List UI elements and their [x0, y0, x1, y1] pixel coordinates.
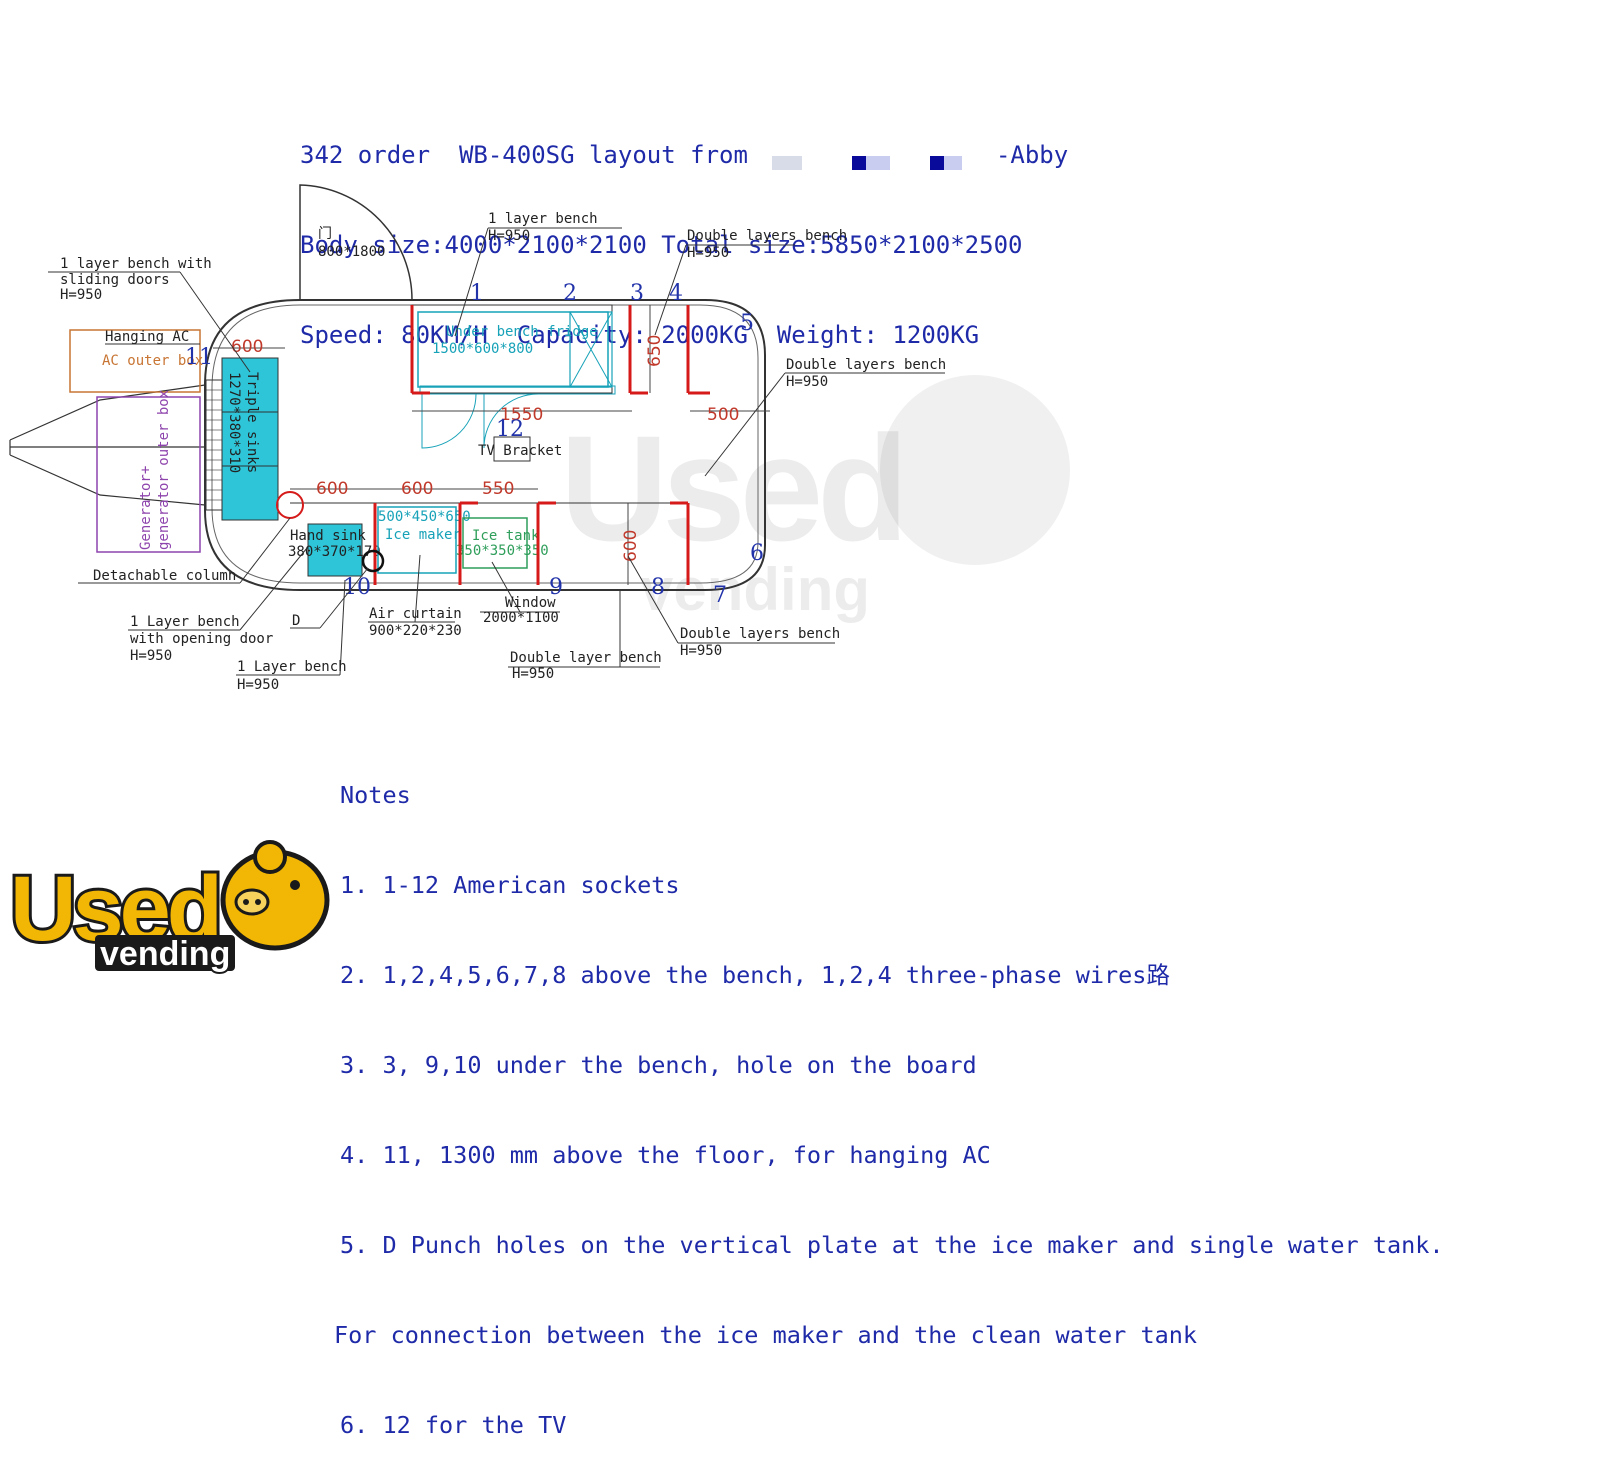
ac-outer-box — [69, 329, 201, 393]
socket-12: 12 — [496, 417, 524, 442]
coin-icon — [253, 840, 287, 874]
dim-650: 650 — [645, 335, 665, 367]
socket-10: 10 — [343, 575, 371, 600]
bench-open-title-2: with opening door — [130, 631, 273, 647]
under-bench-fridge — [417, 311, 609, 388]
detachable-column — [276, 491, 304, 519]
header-line3: Speed: 80KM/H Capacity: 2000KG Weight: 1… — [300, 321, 980, 349]
hand-sink-size: 380*370*170 — [288, 544, 381, 560]
layout-diagram: Used vending 门 800*1800 Hanging AC AC ou… — [7, 184, 1070, 975]
note-item: 6. 12 for the TV — [340, 1411, 567, 1439]
door-swing — [299, 184, 413, 301]
air-curtain-label: Air curtain — [369, 606, 462, 622]
double-layers-bottom-h: H=950 — [680, 643, 722, 659]
ac-outer-label: AC outer box — [102, 353, 203, 369]
ice-tank-size: 350*350*350 — [456, 543, 549, 559]
header: 342 order WB-400SG layout from -Abby Body… — [300, 80, 1068, 380]
bench-open-h: H=950 — [130, 648, 172, 664]
bottom-partitions — [373, 501, 690, 585]
tv-bracket — [493, 436, 531, 462]
dim-600-a: 600 — [316, 479, 348, 499]
ice-maker — [377, 506, 457, 574]
notes-title: Notes — [340, 781, 411, 809]
note-item: 5. D Punch holes on the vertical plate a… — [340, 1231, 1444, 1259]
bench-sliding-h: H=950 — [60, 287, 102, 303]
generator-label: Generator+ — [138, 466, 154, 550]
header-line1: 342 order WB-400SG layout from — [300, 141, 748, 169]
dim-600-vertical: 600 — [621, 530, 641, 562]
top-partitions — [410, 305, 710, 395]
generator-label-2: generator outer box — [156, 390, 172, 550]
watermark: Used vending — [560, 375, 1070, 623]
fridge-label: Under bench fridge — [446, 324, 598, 340]
socket-2: 2 — [563, 281, 577, 306]
d-punch-hole — [361, 549, 385, 573]
detachable-label: Detachable column — [93, 568, 236, 584]
socket-1: 1 — [470, 281, 484, 306]
dim-500: 500 — [707, 405, 739, 425]
socket-6: 6 — [750, 541, 764, 566]
bench-right-double-h: H=950 — [786, 374, 828, 390]
ice-maker-label: Ice maker — [385, 527, 461, 543]
door-size: 800*1800 — [318, 244, 385, 260]
triple-sinks — [221, 357, 279, 521]
socket-11: 11 — [185, 345, 213, 370]
bench-top-1-h: H=950 — [488, 228, 530, 244]
note-item: 2. 1,2,4,5,6,7,8 above the bench, 1,2,4 … — [340, 961, 1170, 989]
note-item: 4. 11, 1300 mm above the floor, for hang… — [340, 1141, 991, 1169]
socket-5: 5 — [740, 311, 754, 336]
bench-sliding-title: 1 layer bench with — [60, 256, 212, 272]
bench-low-h: H=950 — [237, 677, 279, 693]
bench-top-double-title: Double layers bench — [687, 228, 847, 244]
tow-hitch — [9, 384, 206, 506]
ice-tank-label: Ice tank — [472, 528, 540, 544]
bench-sliding-title-2: sliding doors — [60, 272, 170, 288]
bench-low-title: 1 Layer bench — [237, 659, 347, 675]
note-item: For connection between the ice maker and… — [334, 1321, 1198, 1349]
tv-label: TV Bracket — [478, 443, 562, 459]
dim-600-top: 600 — [231, 337, 263, 357]
leader-lines — [48, 227, 945, 676]
air-curtain-size: 900*220*230 — [369, 623, 462, 639]
header-line1-suffix: -Abby — [995, 141, 1069, 169]
dim-1550: 1550 — [500, 405, 543, 425]
header-line2: Body size:4000*2100*2100 Total size:5850… — [300, 231, 1023, 259]
notes: Notes 1. 1-12 American sockets 2. 1,2,4,… — [334, 720, 1444, 1470]
window-label: Window — [505, 595, 556, 611]
generator-box — [96, 396, 201, 553]
double-layer-bench-h: H=950 — [512, 666, 554, 682]
dim-600-b: 600 — [401, 479, 433, 499]
socket-9: 9 — [549, 575, 563, 600]
double-layer-bench-title: Double layer bench — [510, 650, 662, 666]
triple-sinks-size: 1270*380*310 — [226, 372, 242, 473]
hand-sink — [307, 523, 363, 577]
logo-vending-text: vending — [100, 935, 230, 973]
hanging-ac-label: Hanging AC — [105, 329, 189, 345]
redacted-name — [752, 147, 992, 170]
bench-open-title: 1 Layer bench — [130, 614, 240, 630]
note-item: 1. 1-12 American sockets — [340, 871, 680, 899]
dim-550: 550 — [482, 479, 514, 499]
d-label: D — [292, 613, 300, 629]
socket-8: 8 — [651, 575, 665, 600]
door-label: 门 — [318, 226, 332, 242]
socket-3: 3 — [630, 281, 644, 306]
socket-4: 4 — [669, 281, 683, 306]
bench-top-1-title: 1 layer bench — [488, 211, 598, 227]
socket-7: 7 — [713, 583, 727, 608]
window-size: 2000*1100 — [483, 610, 559, 626]
bench-right-double-title: Double layers bench — [786, 357, 946, 373]
hand-sink-label: Hand sink — [290, 528, 366, 544]
fridge-size: 1500*600*800 — [432, 341, 533, 357]
note-item: 3. 3, 9,10 under the bench, hole on the … — [340, 1051, 977, 1079]
double-layers-bottom-title: Double layers bench — [680, 626, 840, 642]
used-vending-logo: Used vending — [7, 840, 330, 975]
triple-sinks-label: Triple sinks — [244, 372, 260, 473]
trailer-body — [204, 299, 766, 591]
ice-maker-size: 500*450*650 — [378, 509, 471, 525]
bench-top-double-h: H=950 — [687, 245, 729, 261]
dimension-lines — [213, 305, 770, 585]
svg-text:Used: Used — [560, 404, 903, 572]
